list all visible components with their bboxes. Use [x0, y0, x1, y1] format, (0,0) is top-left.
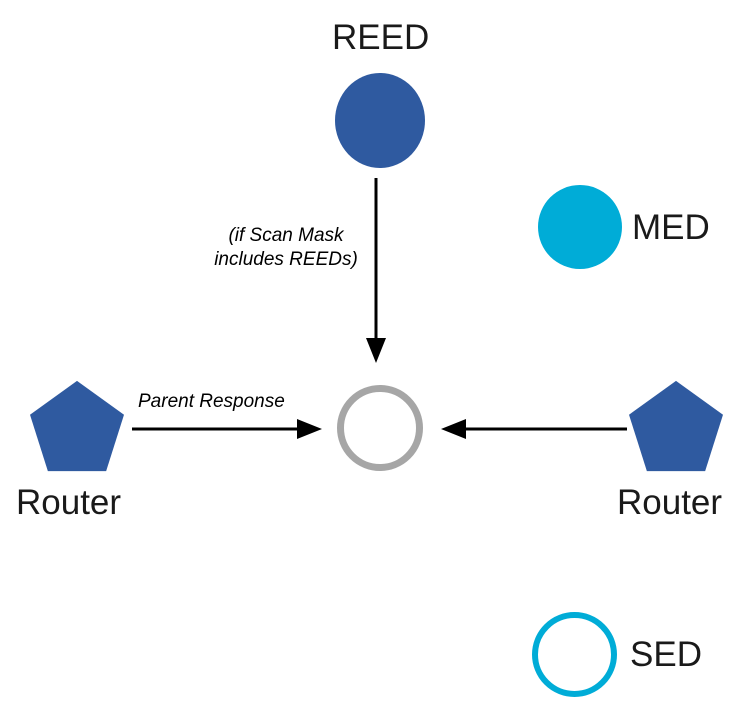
- edge-label-scan-mask: (if Scan Mask includes REEDs): [196, 224, 376, 272]
- router-right-label: Router: [617, 483, 723, 522]
- sed-circle-icon: [532, 612, 617, 697]
- router-left-pentagon-icon: [30, 380, 124, 472]
- edge-router-right-to-joiner: [441, 419, 627, 439]
- router-right-pentagon-icon: [629, 380, 723, 472]
- joiner-circle-icon: [337, 385, 423, 471]
- med-circle-icon: [538, 185, 622, 269]
- edge-label-scan-mask-line2: includes REEDs): [214, 248, 358, 270]
- edge-router-left-to-joiner: [132, 419, 322, 439]
- edge-label-parent-response: Parent Response: [138, 391, 285, 412]
- edge-reed-to-joiner: [366, 178, 386, 363]
- router-left-label: Router: [16, 483, 122, 522]
- sed-label: SED: [630, 635, 702, 674]
- reed-circle-icon: [335, 73, 425, 168]
- med-label: MED: [632, 208, 710, 247]
- edge-label-scan-mask-line1: (if Scan Mask: [228, 225, 344, 246]
- reed-label: REED: [332, 18, 430, 57]
